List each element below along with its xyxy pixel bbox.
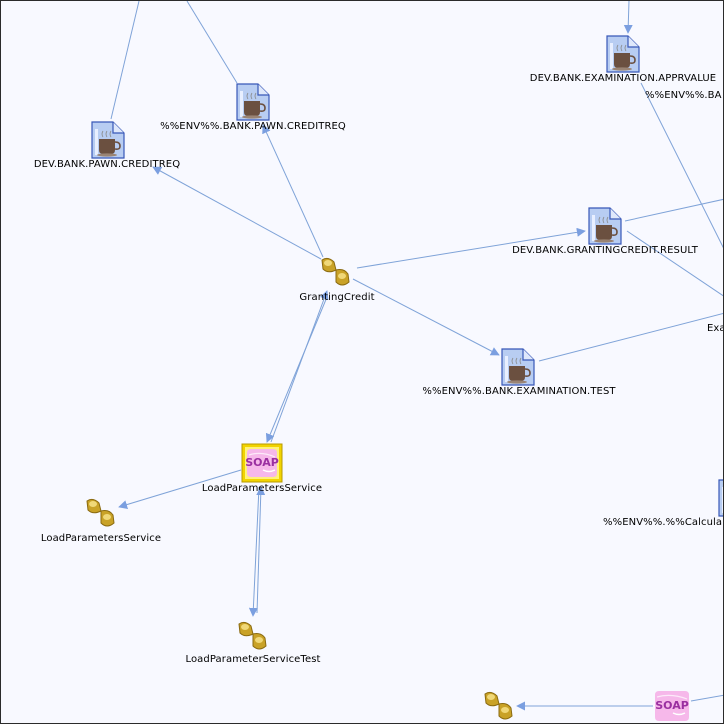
process-icon[interactable]	[481, 688, 517, 724]
document-icon[interactable]	[605, 35, 641, 73]
document-icon[interactable]	[235, 83, 271, 121]
node-label: GrantingCredit	[299, 292, 375, 303]
process-icon[interactable]	[235, 618, 271, 654]
edge-dev-exam-offscreen	[640, 82, 723, 249]
edge-dev-grant-offscreen-top	[624, 198, 723, 222]
node-label: %%ENV%%.%%Calcula	[603, 517, 723, 528]
edge-load-params-to-test	[248, 486, 260, 617]
node-label: %%ENV%%.BA	[645, 90, 722, 101]
node-label: %%ENV%%.BANK.PAWN.CREDITREQ	[160, 121, 346, 132]
document-icon[interactable]	[500, 348, 536, 386]
node-label: LoadParameterServiceTest	[185, 654, 321, 665]
edge-offscreen-to-dev-exam	[623, 1, 633, 34]
node-label: DEV.BANK.EXAMINATION.APPRVALUE	[529, 73, 717, 84]
edge-exam-test-offscreen	[538, 312, 723, 362]
node-label: LoadParametersService	[201, 483, 323, 494]
process-icon[interactable]	[83, 495, 119, 531]
edge-granting-to-dev-pawn	[152, 166, 322, 260]
edge-offscreen-to-bottom-soap	[690, 694, 723, 702]
node-label: %%ENV%%.BANK.EXAMINATION.TEST	[422, 386, 616, 397]
edge-granting-to-load-params	[265, 296, 328, 443]
edge-granting-to-env-pawn	[262, 124, 324, 258]
edge-load-params-to-svc	[118, 469, 242, 509]
edge-granting-to-exam-test	[352, 278, 500, 356]
edge-offscreen-to-dev-pawn	[110, 1, 140, 120]
document-icon[interactable]	[717, 479, 724, 517]
document-icon[interactable]	[90, 121, 126, 159]
node-label: Exa	[707, 323, 724, 334]
node-label: LoadParametersService	[40, 533, 162, 544]
edge-dev-grant-offscreen	[626, 230, 723, 297]
node-label: DEV.BANK.GRANTINGCREDIT.RESULT	[512, 245, 698, 256]
edge-test-to-load-params	[256, 486, 266, 614]
edge-load-params-to-granting	[270, 290, 329, 443]
document-icon[interactable]	[587, 207, 623, 245]
node-label: DEV.BANK.PAWN.CREDITREQ	[33, 159, 181, 170]
edge-offscreen-to-env-pawn	[186, 1, 238, 84]
process-icon[interactable]	[318, 254, 354, 290]
soap-icon-text: SOAP	[245, 456, 279, 469]
soap-icon[interactable]: SOAP	[651, 687, 693, 724]
soap-icon-text: SOAP	[655, 699, 689, 712]
edge-granting-to-dev-grant	[356, 227, 586, 269]
soap-icon[interactable]: SOAP	[241, 443, 283, 483]
